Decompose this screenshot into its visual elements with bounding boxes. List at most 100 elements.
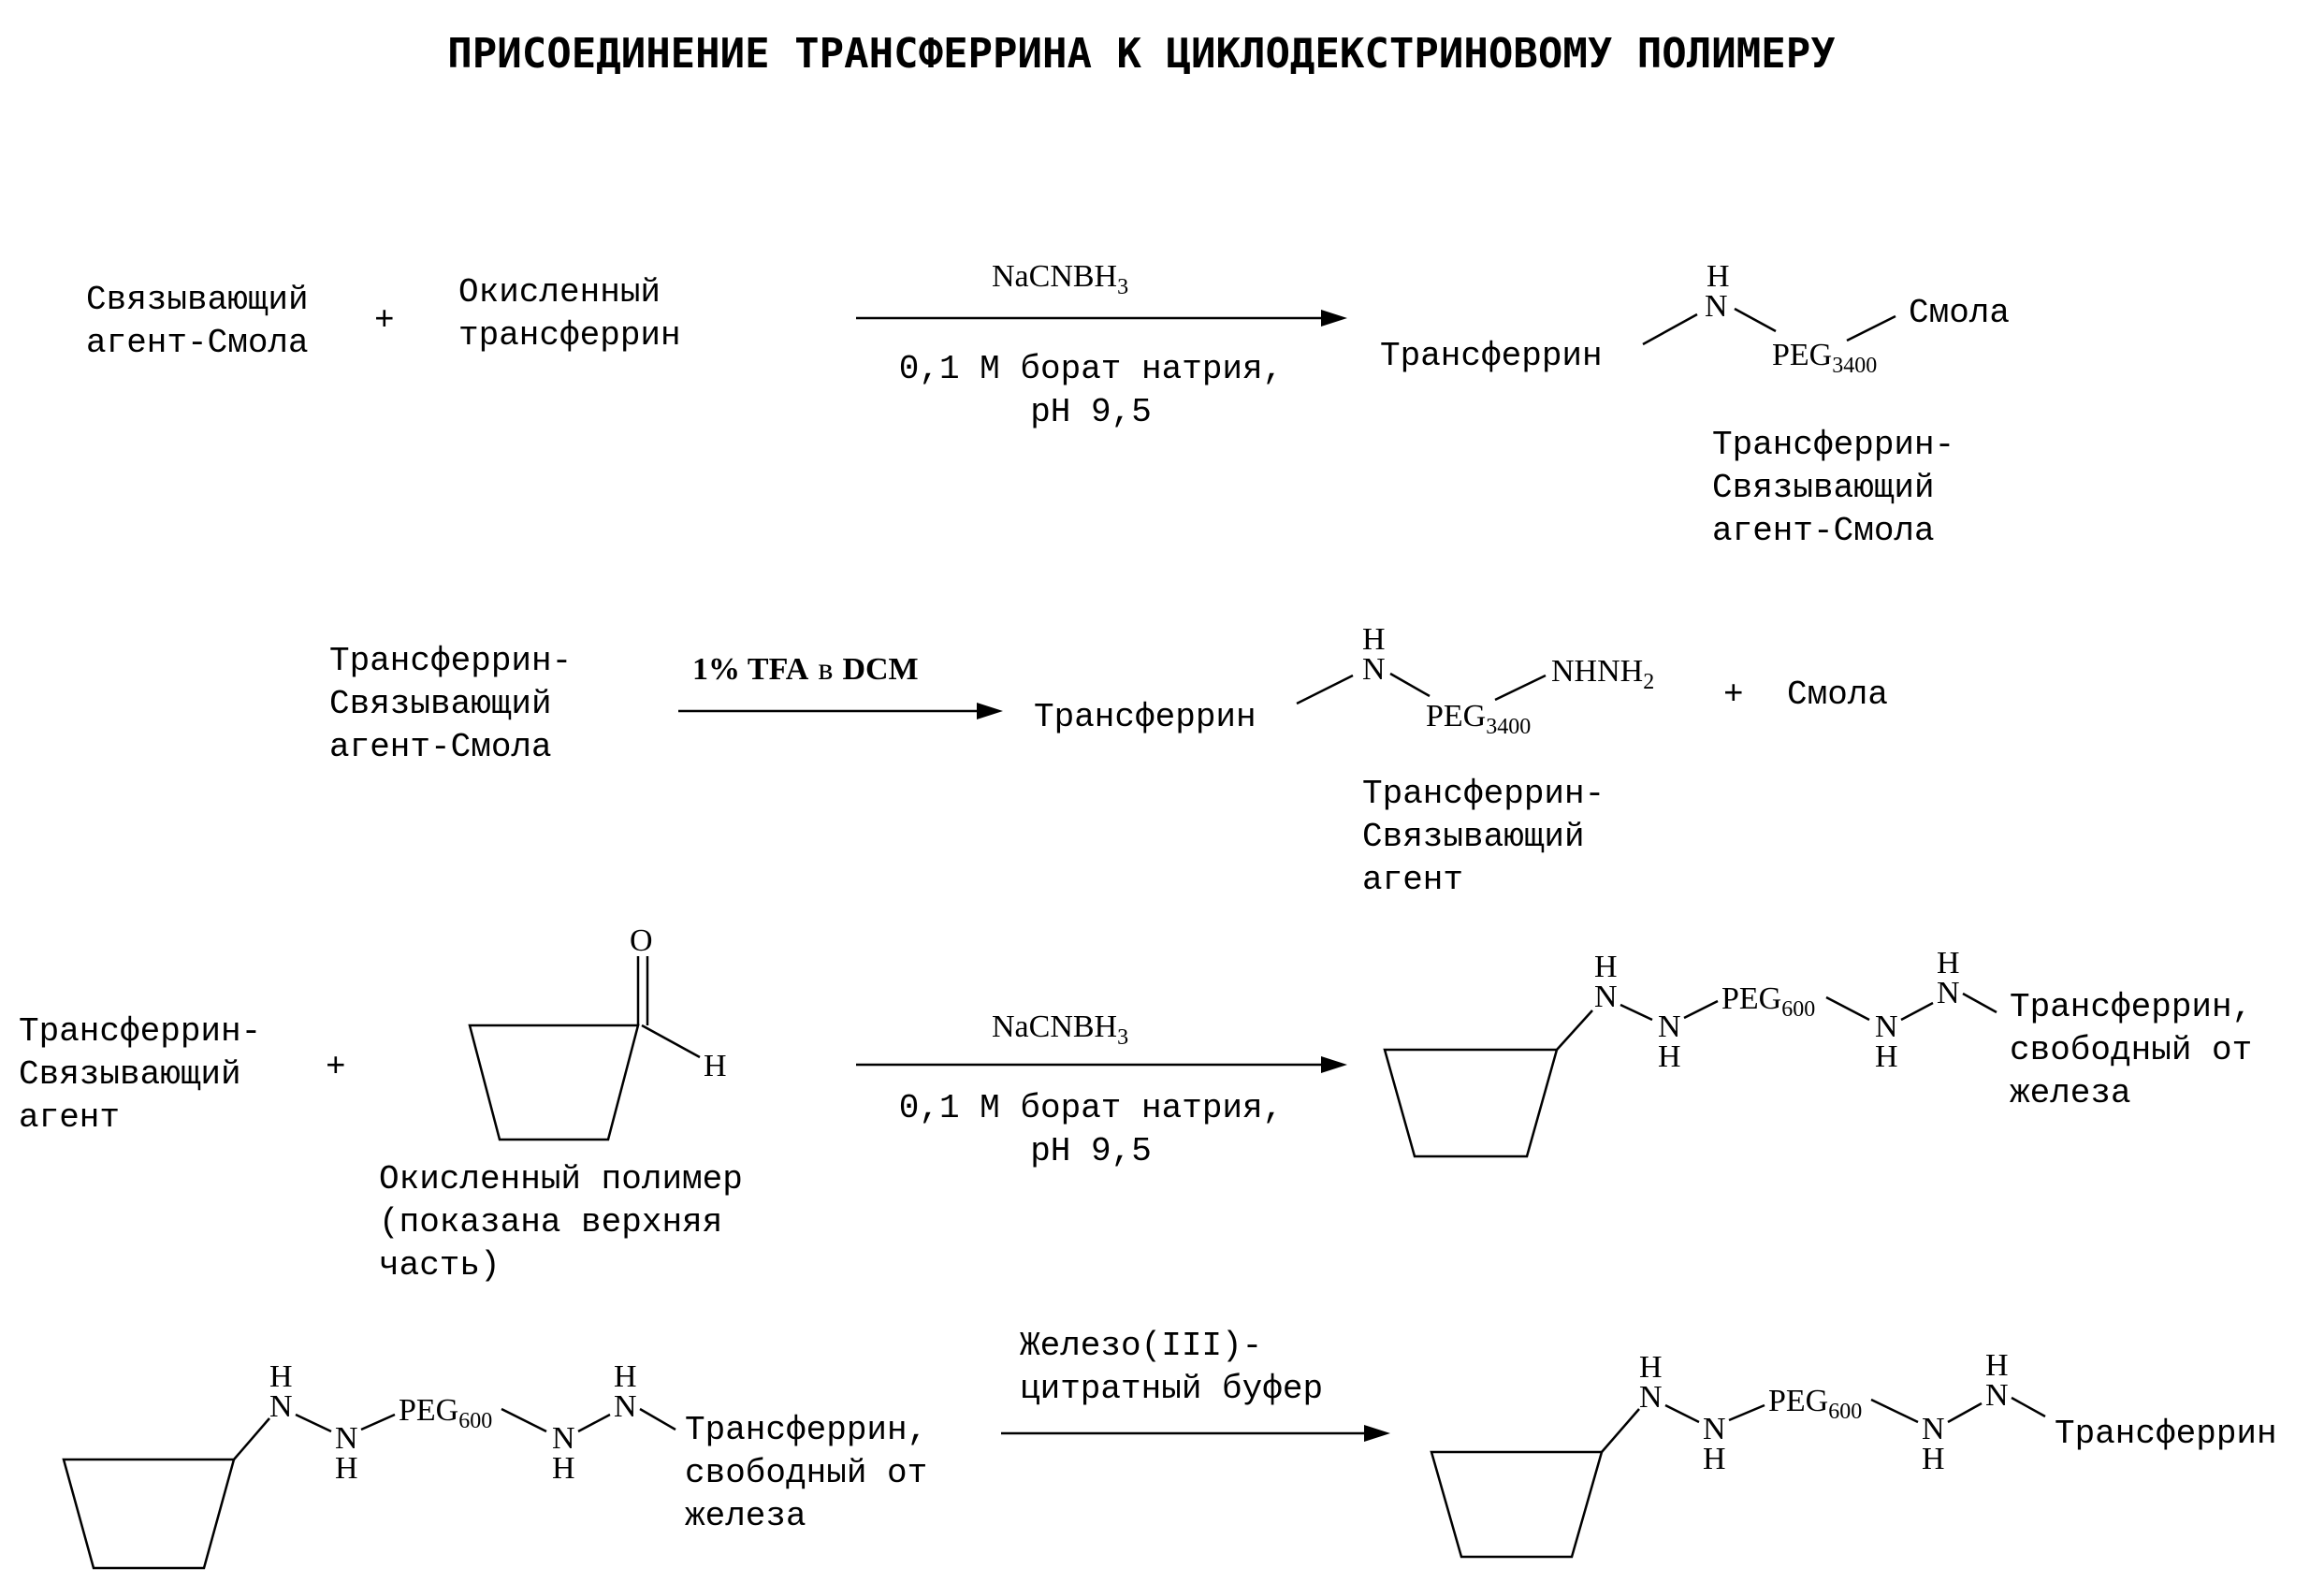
step2-nh-n: N (1362, 652, 1386, 687)
cyclopentane-ring (470, 1025, 638, 1140)
step3-bond (1620, 1005, 1652, 1020)
step3-product-line2: свободный от (2010, 1031, 2252, 1069)
step4-p-nh4-n: N (1985, 1378, 2009, 1413)
step4-reactant-line3: железа (685, 1497, 806, 1535)
step4-product-transferrin: Трансферрин (2055, 1415, 2277, 1453)
step1-product-name-line1: Трансферрин- (1712, 426, 1954, 464)
step1-product-resin: Смола (1909, 294, 2010, 332)
step3-nh1-n: N (1594, 980, 1618, 1014)
step3-peg: PEG600 (1721, 981, 1815, 1022)
step3-bond (1901, 1003, 1933, 1020)
step4-reagent-line2: цитратный буфер (1020, 1370, 1323, 1408)
carbonyl-o: O (630, 923, 653, 958)
step2-byproduct-resin: Смола (1787, 675, 1888, 714)
step1-conditions-line2: рН 9,5 (1030, 393, 1152, 431)
step4-bond (1602, 1409, 1639, 1452)
step2-product-name-line2: Связывающий (1362, 818, 1585, 856)
step4-bond (361, 1415, 395, 1430)
step1-product-transferrin: Трансферрин (1380, 337, 1603, 375)
step3-conditions-line1: 0,1 М борат натрия, (899, 1089, 1283, 1127)
step2-peg: PEG3400 (1426, 699, 1531, 739)
step4-bond (1871, 1400, 1918, 1422)
step2-product-name-line3: агент (1362, 861, 1463, 899)
step3-nh3-h: H (1875, 1039, 1898, 1074)
step4-r-nh2-h: H (335, 1451, 358, 1486)
step2-bond (1495, 675, 1546, 700)
step3-product-line1: Трансферрин, (2010, 988, 2252, 1026)
step4-bond (2012, 1398, 2045, 1416)
step4-r-nh4-n: N (614, 1389, 637, 1424)
page-title: ПРИСОЕДИНЕНИЕ ТРАНСФЕРРИНА К ЦИКЛОДЕКСТР… (447, 30, 1835, 78)
step1-product-name-line3: агент-Смола (1712, 512, 1935, 550)
step1-nh-n: N (1705, 289, 1728, 324)
step3-polymer-label-line3: часть) (379, 1246, 501, 1285)
step3-polymer-label-line1: Окисленный полимер (379, 1160, 743, 1198)
step2-bond (1390, 674, 1430, 696)
step4-bond (1729, 1405, 1765, 1420)
step3-reagent: NaCNBH3 (992, 1009, 1128, 1050)
step2-plus: + (1723, 675, 1744, 714)
step3: Трансферрин- Связывающий агент + O H Оки… (19, 923, 2252, 1285)
aldehyde-h-bond (642, 1025, 700, 1057)
step1-reactant1-line2: агент-Смола (86, 324, 309, 362)
step4-bond (501, 1409, 546, 1431)
step3-reactant-line2: Связывающий (19, 1055, 241, 1094)
step4-bond (234, 1418, 269, 1460)
step4-reactant-line1: Трансферрин, (685, 1411, 927, 1449)
step4-p-peg: PEG600 (1768, 1384, 1862, 1424)
step1-plus: + (374, 301, 395, 340)
step4-reactant-line2: свободный от (685, 1454, 927, 1492)
step1-reactant2-line2: трансферрин (458, 316, 681, 355)
step2-reactant-line1: Трансферрин- (329, 642, 572, 680)
step3-reactant-line1: Трансферрин- (19, 1012, 261, 1051)
step3-reactant-line3: агент (19, 1098, 120, 1137)
step4-p-nh1-n: N (1639, 1380, 1663, 1415)
step2-reactant-line2: Связывающий (329, 685, 552, 723)
step2-arrowhead (977, 703, 1003, 719)
step2-bond (1297, 675, 1353, 704)
step4-arrowhead (1364, 1425, 1390, 1442)
aldehyde-h: H (704, 1049, 727, 1083)
step4-reactant-ring (64, 1460, 234, 1568)
step3-plus: + (326, 1048, 346, 1086)
step2-product-name-line1: Трансферрин- (1362, 775, 1605, 813)
step4-p-nh2-h: H (1703, 1442, 1726, 1476)
step2-product-transferrin: Трансферрин (1034, 698, 1256, 736)
step4-reagent-line1: Железо(III)- (1020, 1327, 1262, 1365)
step2-reagent: 1% TFAвDCM (692, 652, 919, 687)
step3-nh4-n: N (1937, 976, 1960, 1010)
step4-bond (578, 1415, 610, 1431)
step3-bond (1557, 1010, 1592, 1050)
step4-bond (1665, 1405, 1699, 1422)
step3-bond (1684, 1001, 1718, 1018)
step2-reactant-line3: агент-Смола (329, 728, 552, 766)
step1-reactant2-line1: Окисленный (458, 273, 661, 312)
step3-conditions-line2: рН 9,5 (1030, 1132, 1152, 1170)
step1-peg: PEG3400 (1772, 338, 1877, 378)
step2: Трансферрин- Связывающий агент-Смола 1% … (329, 622, 1888, 899)
step4-r-peg: PEG600 (399, 1393, 492, 1433)
step3-bond (1826, 997, 1869, 1020)
step4-r-nh1-n: N (269, 1389, 293, 1424)
step1-bond (1735, 309, 1776, 331)
step4-bond (640, 1409, 675, 1430)
step3-bond (1963, 994, 1997, 1012)
step4: H N N H PEG600 N H H N Трансферрин, своб… (64, 1327, 2277, 1568)
step1-bond (1847, 316, 1896, 341)
step4-bond (296, 1415, 331, 1431)
product-cyclopentane-ring (1385, 1050, 1557, 1156)
step1-conditions-line1: 0,1 М борат натрия, (899, 350, 1283, 388)
step4-r-nh3-h: H (552, 1451, 575, 1486)
step2-hydrazide: NHNH2 (1551, 654, 1654, 694)
step1-reactant1-line1: Связывающий (86, 281, 309, 319)
step3-arrowhead (1321, 1056, 1347, 1073)
step4-bond (1948, 1403, 1982, 1422)
step3-polymer-label-line2: (показана верхняя (379, 1203, 722, 1242)
step3-product-line3: железа (2010, 1074, 2131, 1112)
step4-product-ring (1431, 1452, 1602, 1557)
step3-nh2-h: H (1658, 1039, 1681, 1074)
step1: Связывающий агент-Смола + Окисленный тра… (86, 259, 2010, 550)
step4-p-nh3-h: H (1922, 1442, 1945, 1476)
step1-reagent: NaCNBH3 (992, 259, 1128, 299)
